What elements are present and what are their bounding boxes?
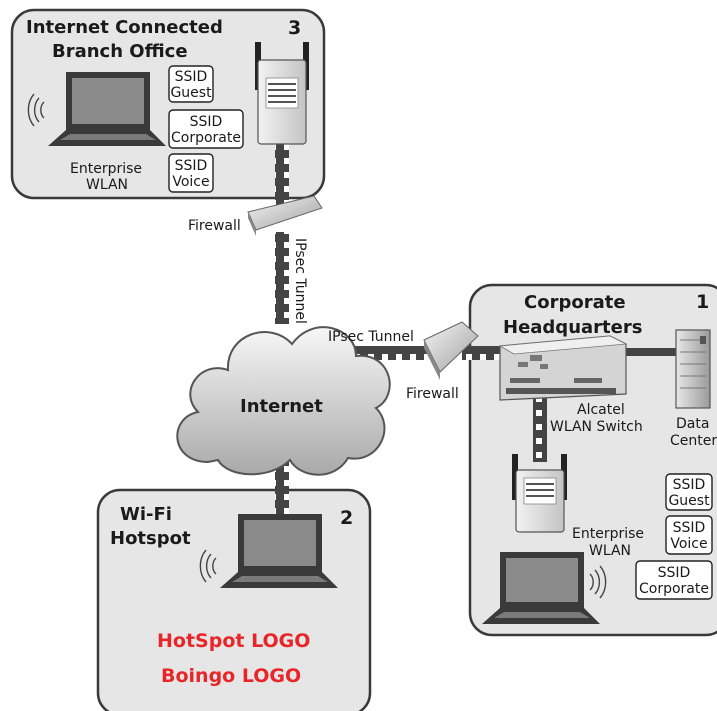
branch-number: 3 (288, 17, 301, 39)
hq-title-line1: Corporate (524, 292, 626, 313)
svg-text:SSID: SSID (190, 114, 223, 130)
branch-title-line1: Internet Connected (26, 17, 223, 38)
branch-title-line2: Branch Office (52, 41, 188, 62)
svg-text:Guest: Guest (170, 85, 212, 101)
hq-laptop-icon (482, 552, 600, 624)
svg-text:Guest: Guest (668, 493, 710, 509)
hq-wireless-signal-icon (589, 565, 607, 599)
internet-label: Internet (240, 396, 323, 417)
hq-access-point-icon (512, 454, 567, 533)
branch-wireless-signal-icon (27, 93, 45, 127)
hq-wlan-line1: Enterprise (572, 526, 644, 542)
svg-text:Voice: Voice (670, 536, 707, 552)
hotspot-cable (275, 462, 289, 520)
svg-text:SSID: SSID (658, 565, 691, 581)
svg-text:SSID: SSID (673, 477, 706, 493)
branch-wlan-line2: WLAN (86, 177, 128, 193)
branch-firewall-label: Firewall (188, 218, 241, 234)
hotspot-wireless-signal-icon (199, 549, 217, 583)
branch-ipsec-tunnel-cable (275, 232, 289, 324)
hq-ssid-corporate-box: SSID Corporate (635, 560, 713, 600)
svg-text:SSID: SSID (175, 158, 208, 174)
datacenter-label-line1: Data (676, 416, 709, 432)
svg-text:Corporate: Corporate (639, 581, 709, 597)
hq-firewall-icon (423, 321, 479, 380)
hq-switch-ap-cable (533, 398, 547, 462)
svg-text:SSID: SSID (673, 520, 706, 536)
svg-text:Corporate: Corporate (171, 130, 241, 146)
svg-text:Voice: Voice (172, 174, 209, 190)
svg-text:SSID: SSID (175, 69, 208, 85)
hq-title-line2: Headquarters (503, 317, 642, 338)
hq-switch-datacenter-cable (618, 348, 678, 356)
hotspot-logo-text: HotSpot LOGO (157, 630, 310, 652)
branch-ap-cable (275, 140, 289, 208)
hotspot-laptop-icon (220, 514, 338, 588)
branch-ipsec-tunnel-label: IPsec Tunnel (292, 238, 308, 324)
hq-wlan-line2: WLAN (589, 543, 631, 559)
branch-laptop-icon (48, 72, 166, 146)
hq-ipsec-tunnel-label: IPsec Tunnel (328, 329, 414, 345)
hq-firewall-label: Firewall (406, 386, 459, 402)
data-center-rack-icon (675, 329, 711, 409)
hq-ssid-guest-box: SSID Guest (665, 473, 713, 511)
datacenter-label-line2: Center (670, 433, 717, 449)
hq-ssid-voice-box: SSID Voice (665, 515, 713, 555)
branch-wlan-line1: Enterprise (70, 161, 142, 177)
hotspot-number: 2 (340, 507, 353, 529)
boingo-logo-text: Boingo LOGO (161, 665, 301, 687)
hq-firewall-switch-cable (462, 346, 502, 360)
branch-firewall-icon (247, 195, 323, 236)
internet-cloud-icon (176, 326, 391, 476)
branch-ssid-corporate-box: SSID Corporate (168, 109, 244, 149)
switch-label-line2: WLAN Switch (550, 419, 643, 435)
branch-ssid-voice-box: SSID Voice (168, 153, 214, 193)
alcatel-wlan-switch-icon (498, 335, 628, 401)
branch-ssid-guest-box: SSID Guest (168, 65, 214, 103)
hotspot-title-line1: Wi-Fi (120, 504, 172, 525)
branch-access-point-icon (255, 42, 309, 145)
branch-office-panel (10, 8, 326, 200)
hq-number: 1 (696, 291, 709, 313)
switch-label-line1: Alcatel (577, 402, 625, 418)
hotspot-title-line2: Hotspot (110, 528, 191, 549)
